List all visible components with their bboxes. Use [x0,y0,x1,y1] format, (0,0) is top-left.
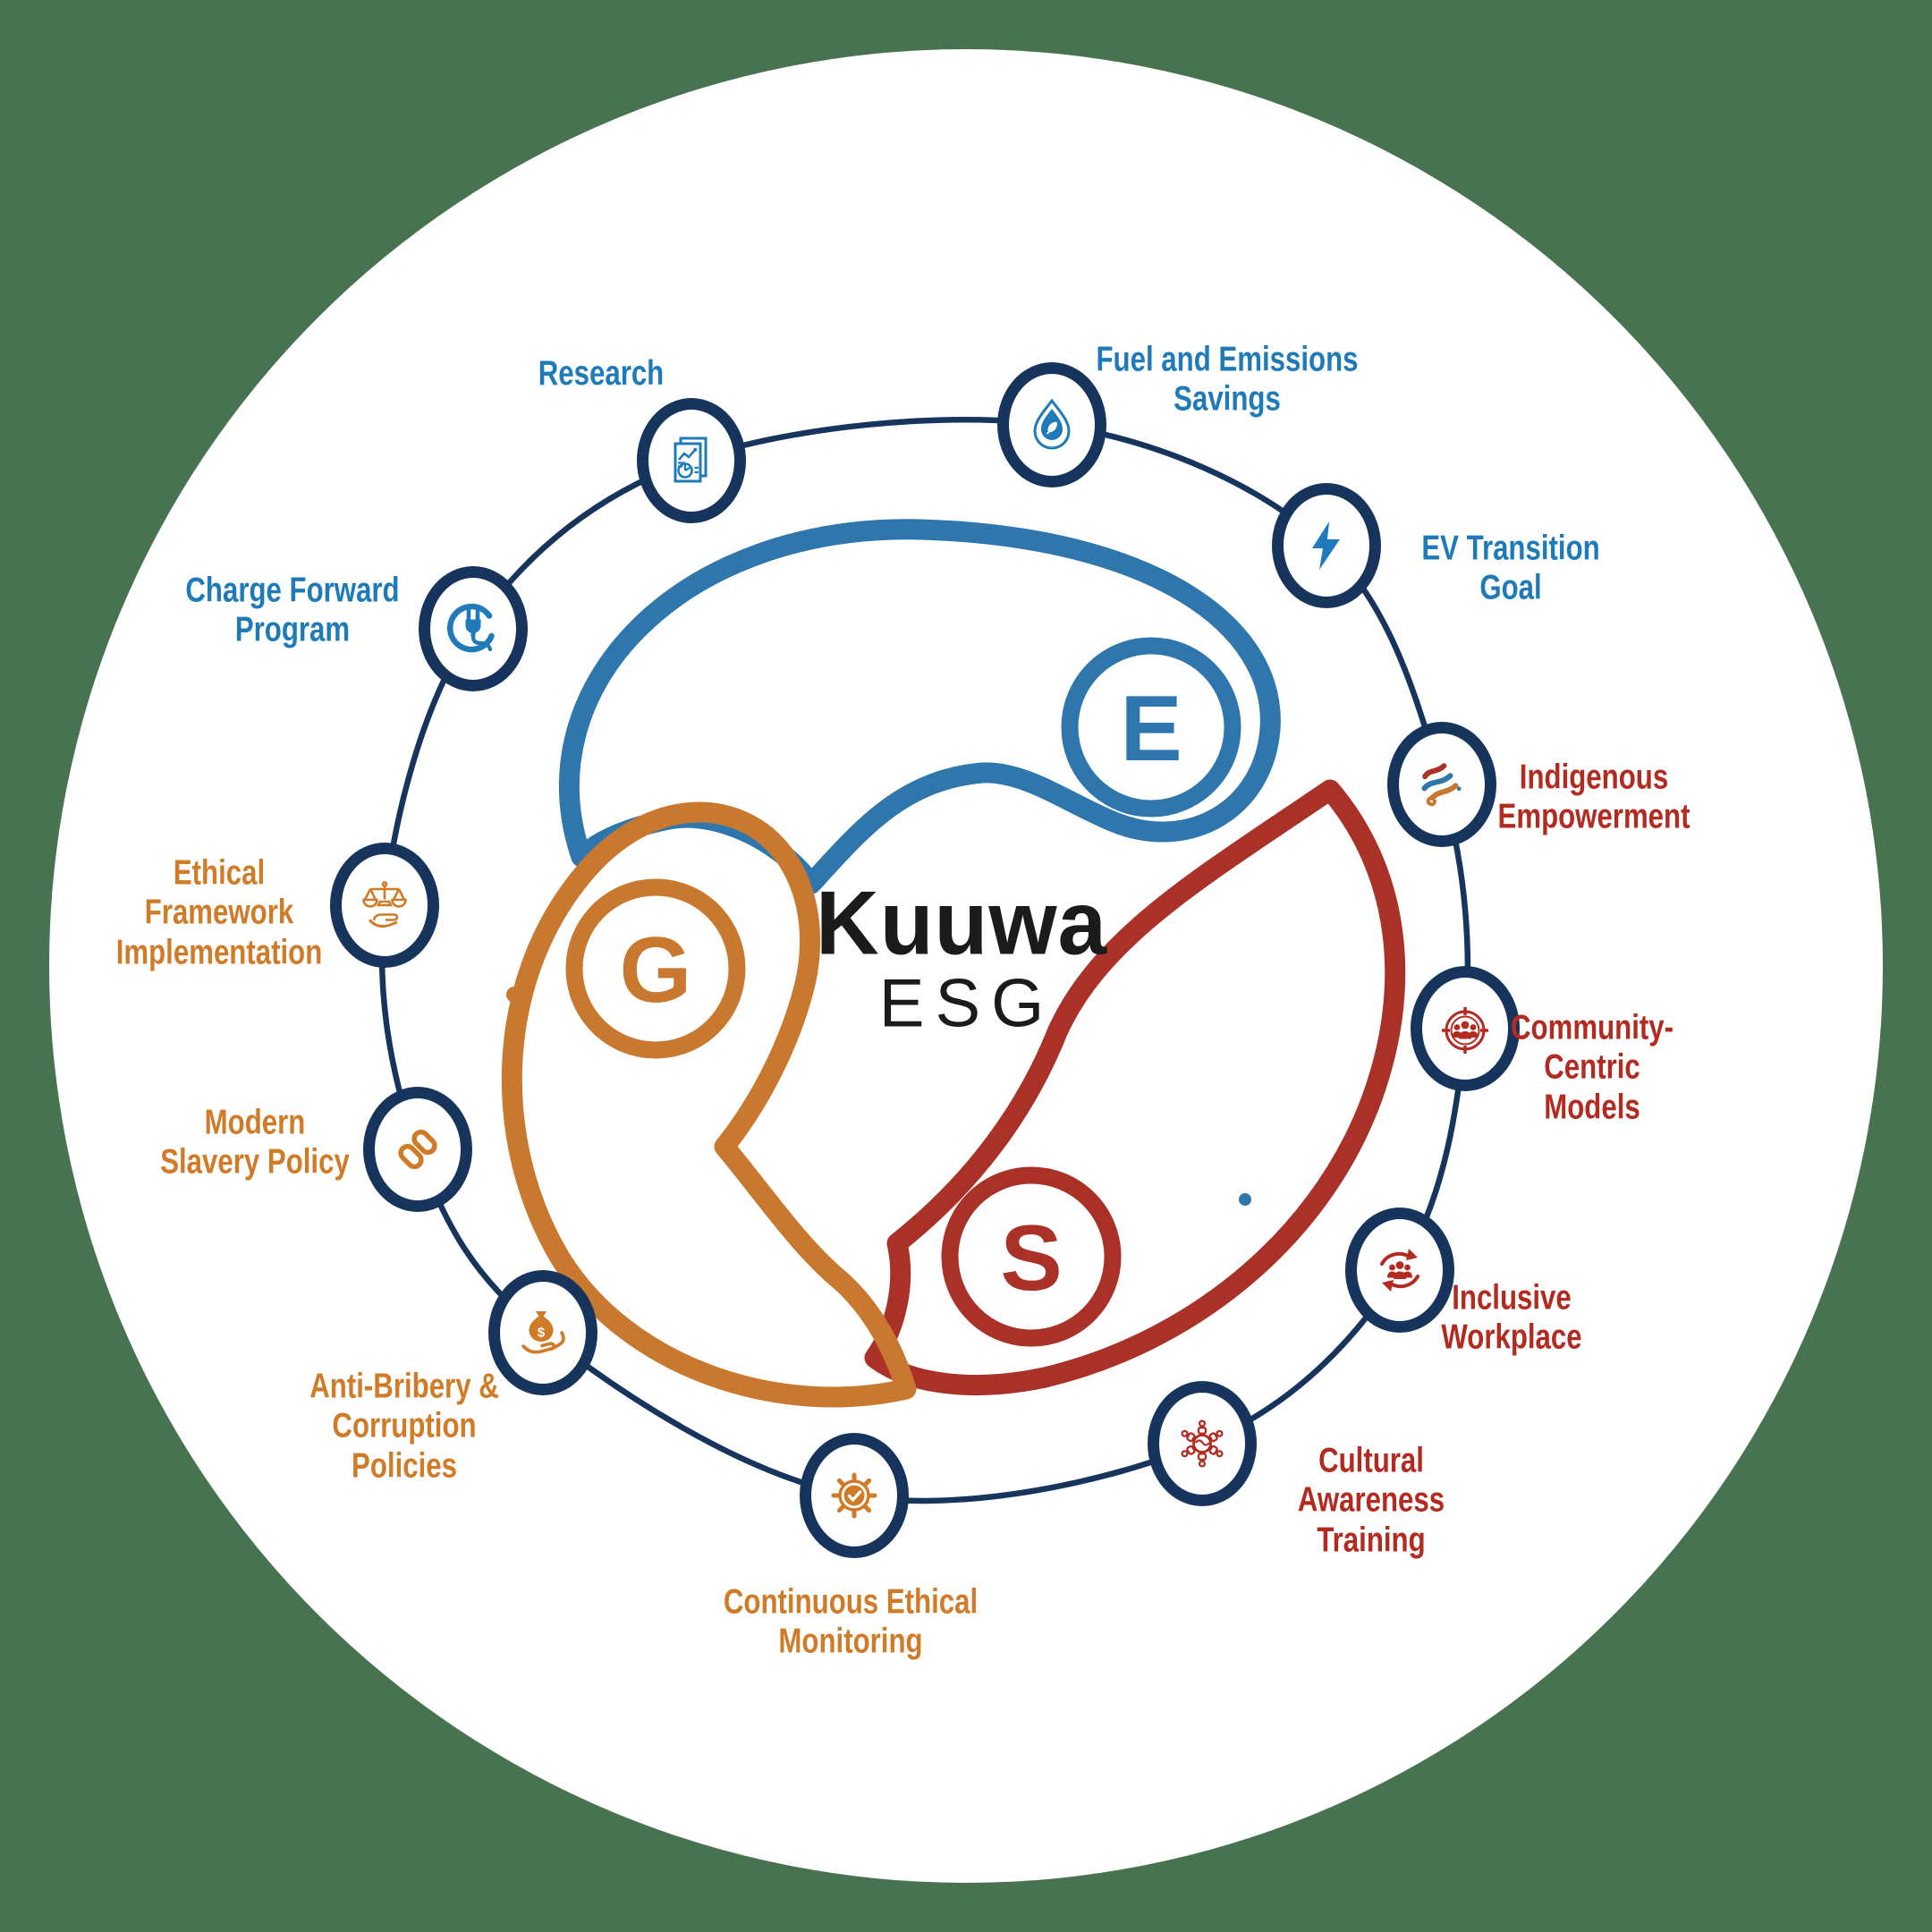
gear-check-icon [831,1472,877,1519]
globe-people-icon [1181,1419,1224,1468]
money-bag-hands-icon: $ [521,1311,565,1354]
letter-ring-s [941,1166,1122,1347]
node-ev-bubble [1272,483,1381,608]
node-ethical-framework-bubble [330,843,439,968]
node-cultural-label: Cultural Awareness Training [1297,1441,1445,1560]
people-cycle-icon [1380,1249,1419,1292]
node-charge-forward-label: Charge Forward Program [185,571,400,649]
painted-waves-icon [1421,763,1462,807]
letter-s: S [1000,1207,1062,1310]
node-ev-label: EV Transition Goal [1421,529,1600,607]
node-inclusive-label: Inclusive Workplace [1441,1278,1582,1357]
node-indigenous-bubble [1387,722,1496,847]
scales-hand-icon [362,881,407,928]
node-cultural-bubble [1148,1381,1257,1506]
node-inclusive-bubble [1345,1208,1454,1333]
svg-text:$: $ [538,1326,546,1341]
node-continuous-bubble [800,1433,909,1558]
background-disc [49,49,1883,1883]
chain-link-icon [398,1129,437,1170]
brand-subtitle: ESG [878,965,1055,1042]
power-plug-icon [447,603,495,653]
node-indigenous-label: Indigenous Empowerment [1497,758,1690,836]
letter-ring-e [1061,637,1241,818]
node-ethical-framework-label: Ethical Framework Implementation [115,853,323,972]
community-target-icon [1442,1007,1488,1054]
letter-e: E [1120,677,1182,781]
orange-paint-speck [506,987,522,1003]
node-research-label: Research [538,353,665,393]
node-fuel-bubble [997,362,1106,487]
swirl-orange-comma [501,801,917,1408]
node-charge-forward-bubble [419,566,528,691]
node-research-bubble [637,398,746,523]
letter-g: G [620,919,692,1022]
node-community-bubble [1411,966,1520,1091]
lightning-bolt-icon [1312,521,1340,570]
node-anti-bribery-bubble: $ [488,1270,597,1395]
node-modern-slavery-bubble [363,1087,472,1212]
brand-title: Kuuwa [816,873,1107,974]
node-anti-bribery-label: Anti-Bribery & Corruption Policies [309,1367,499,1486]
node-continuous-label: Continuous Ethical Monitoring [723,1582,979,1661]
eco-droplet-icon [1033,398,1071,450]
node-fuel-label: Fuel and Emissions Savings [1096,340,1359,419]
letter-ring-g [565,878,746,1059]
blue-paint-speck [1239,1193,1251,1206]
node-modern-slavery-label: Modern Slavery Policy [160,1103,350,1182]
node-community-label: Community- Centric Models [1511,1008,1674,1127]
report-documents-icon [674,436,708,483]
